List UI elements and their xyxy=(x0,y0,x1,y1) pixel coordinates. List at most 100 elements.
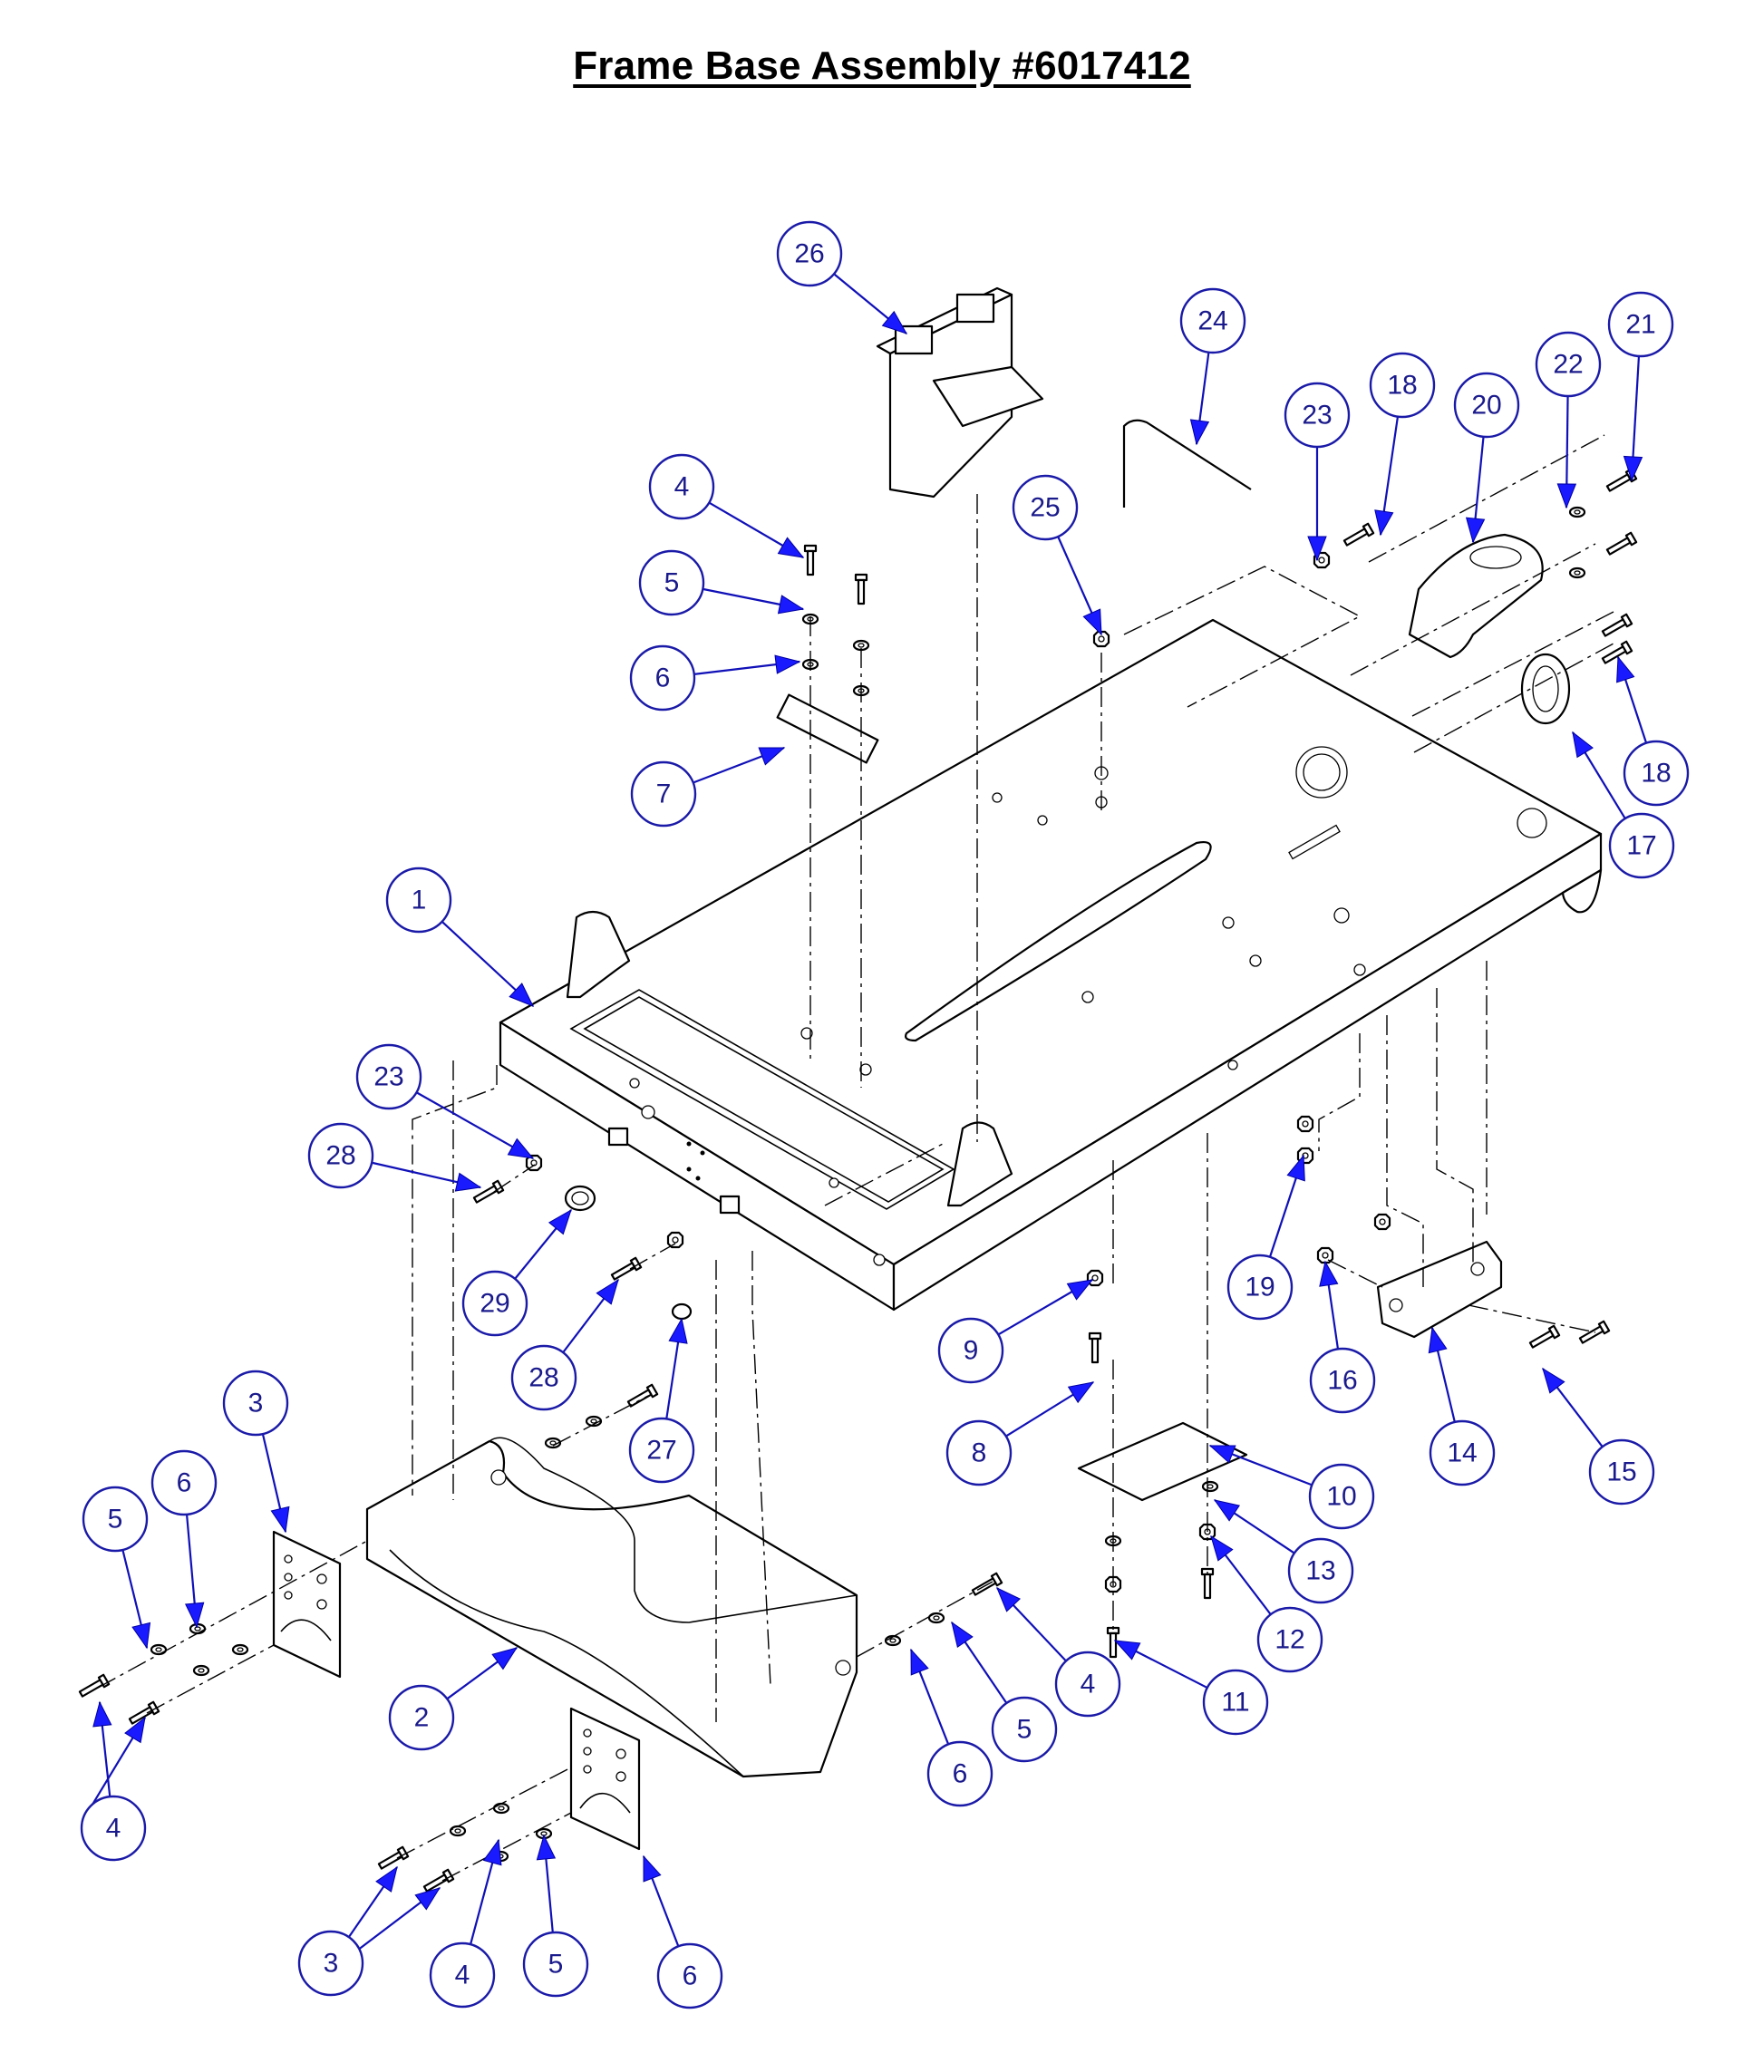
callout-arrowhead xyxy=(1208,1445,1236,1464)
callout-arrowhead xyxy=(1572,731,1594,759)
callout-bubble xyxy=(1179,287,1246,354)
callout-arrowhead xyxy=(507,1138,535,1159)
callout-arrowhead xyxy=(1616,655,1635,683)
callout-bubble xyxy=(1012,474,1079,541)
callout-arrowhead xyxy=(996,1586,1021,1612)
callout-number: 25 xyxy=(1030,493,1060,523)
callout-arrowhead xyxy=(509,983,535,1007)
adjust-plate-upper-3 xyxy=(272,1530,342,1679)
callout-arrowhead xyxy=(1428,1326,1448,1354)
callout-number: 28 xyxy=(528,1363,558,1393)
callout-number: 5 xyxy=(548,1950,564,1980)
callout-number: 4 xyxy=(674,472,690,502)
callout-arrowhead xyxy=(375,1865,398,1893)
callout-number: 27 xyxy=(646,1436,676,1466)
skid-part-2 xyxy=(365,1437,858,1778)
callout-bubble xyxy=(429,1941,496,2009)
callout-bubble xyxy=(1226,1254,1294,1321)
callout-arrowhead xyxy=(1465,517,1486,544)
callout-number: 4 xyxy=(455,1961,470,1990)
callout-number: 2 xyxy=(414,1703,430,1733)
callout-number: 4 xyxy=(1081,1670,1096,1699)
callout-bubble xyxy=(926,1740,993,1807)
callout-bubble xyxy=(638,549,705,616)
callout-bubble xyxy=(1284,382,1351,449)
callout-bubble xyxy=(82,1486,149,1553)
callout-bubble xyxy=(628,1417,695,1484)
callout-bubble xyxy=(1287,1537,1354,1604)
callout-bubble xyxy=(629,644,696,712)
callout-bubble xyxy=(1453,372,1520,439)
callout-number: 7 xyxy=(656,779,672,809)
callout-arrowhead xyxy=(910,1648,929,1676)
callout-arrowhead xyxy=(482,1838,502,1866)
callout-number: 14 xyxy=(1447,1438,1477,1468)
callout-bubble xyxy=(222,1370,289,1437)
callout-number: 22 xyxy=(1553,350,1583,380)
callout-bubble xyxy=(1623,740,1690,807)
callout-arrowhead xyxy=(1542,1367,1565,1394)
callout-number: 8 xyxy=(972,1438,987,1468)
callout-bubble xyxy=(510,1344,577,1411)
callout-arrowhead xyxy=(184,1602,205,1629)
callout-number: 5 xyxy=(664,568,680,598)
callout-arrowhead xyxy=(536,1834,557,1861)
callout-number: 23 xyxy=(373,1062,403,1092)
callout-arrowhead xyxy=(1113,1640,1141,1661)
callout-bubble xyxy=(1309,1347,1376,1414)
callout-bubble xyxy=(80,1795,147,1862)
callout-arrowhead xyxy=(548,1208,572,1235)
callout-number: 16 xyxy=(1327,1366,1357,1396)
callout-bubble xyxy=(307,1122,374,1189)
callout-number: 1 xyxy=(412,886,427,915)
callout-number: 6 xyxy=(177,1468,192,1498)
callout-arrowhead xyxy=(1286,1154,1305,1182)
callout-arrowhead xyxy=(92,1700,112,1728)
callout-number: 5 xyxy=(108,1505,123,1535)
callout-number: 18 xyxy=(1641,759,1671,789)
callout-bubble xyxy=(1608,812,1675,879)
callout-arrowhead xyxy=(758,747,786,766)
callout-number: 6 xyxy=(683,1961,698,1991)
callout-number: 20 xyxy=(1471,391,1501,421)
callout-number: 21 xyxy=(1625,310,1655,340)
assembly-centerlines xyxy=(97,434,1614,1882)
callout-number: 28 xyxy=(325,1141,355,1171)
callout-arrowhead xyxy=(414,1887,441,1911)
callout-arrowhead xyxy=(1189,419,1210,446)
callout-bubble xyxy=(385,867,452,934)
callout-arrowhead xyxy=(124,1716,146,1744)
callout-arrowhead xyxy=(668,1317,688,1344)
callout-arrowhead xyxy=(1374,509,1394,537)
callout-number: 24 xyxy=(1197,306,1227,336)
callout-bubble xyxy=(776,220,843,287)
callout-bubble xyxy=(1429,1419,1496,1486)
callout-arrowhead xyxy=(1623,455,1643,482)
callout-number: 23 xyxy=(1302,401,1332,431)
callout-number: 6 xyxy=(655,663,671,693)
callout-bubble xyxy=(648,453,715,520)
callout-bubble xyxy=(461,1270,528,1337)
callout-bubble xyxy=(656,1942,723,2009)
callout-arrowhead xyxy=(596,1278,619,1305)
callout-arrowhead xyxy=(643,1854,662,1883)
callout-bubble xyxy=(522,1931,589,1998)
callout-number: 13 xyxy=(1305,1556,1335,1586)
callout-number: 15 xyxy=(1606,1457,1636,1487)
callout-number: 3 xyxy=(248,1389,264,1418)
callout-bubble xyxy=(1535,331,1602,398)
callout-bubble xyxy=(630,760,697,828)
callout-arrowhead xyxy=(1307,536,1327,562)
callout-arrowhead xyxy=(1210,1535,1234,1562)
callout-bubble xyxy=(945,1419,1013,1486)
pin-part-24 xyxy=(1122,419,1252,508)
callout-bubble xyxy=(1369,352,1436,419)
callout-number: 29 xyxy=(480,1289,509,1319)
callout-arrowhead xyxy=(774,654,801,674)
callout-arrowhead xyxy=(951,1621,974,1648)
callout-arrowhead xyxy=(1067,1381,1095,1404)
callout-arrowhead xyxy=(881,310,908,334)
callout-bubble xyxy=(937,1317,1004,1384)
